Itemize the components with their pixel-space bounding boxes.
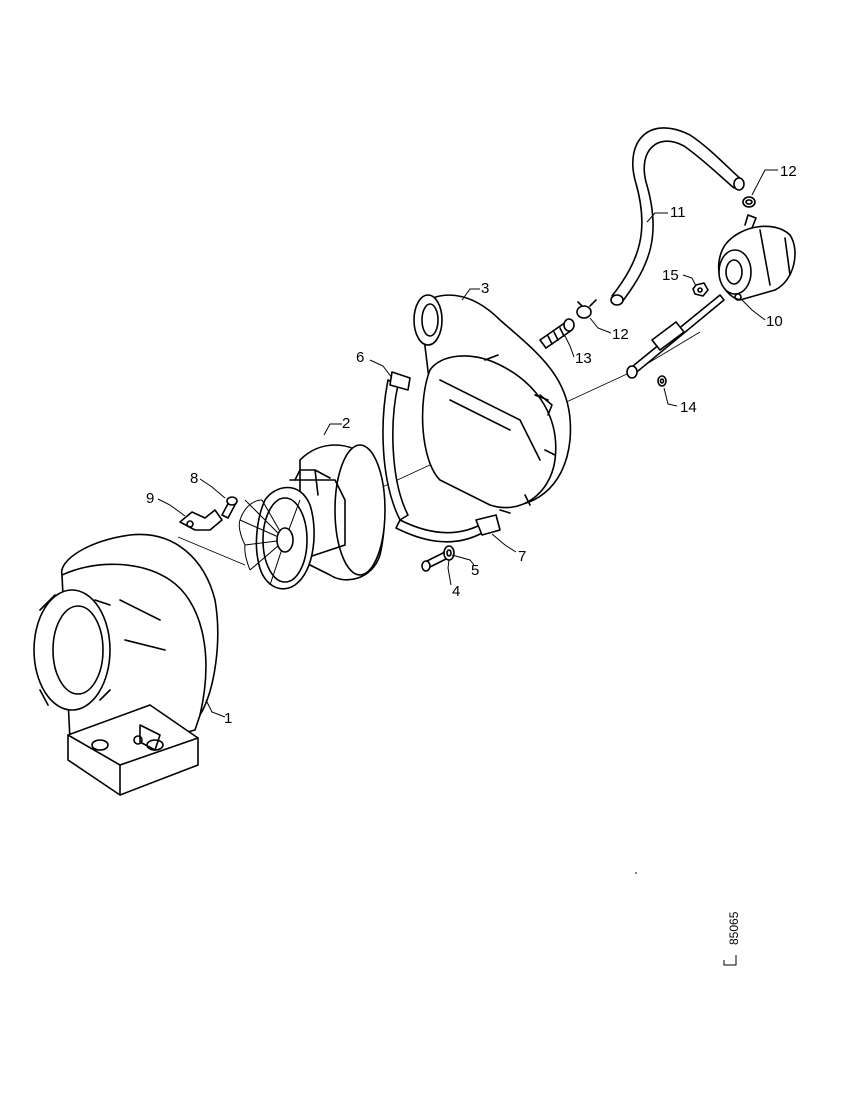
- turbine-housing: [33, 533, 219, 796]
- figure-reference: 85065: [727, 911, 741, 945]
- v-band-clamp-lower: [395, 514, 501, 543]
- center-housing-rotating-assembly: [238, 444, 386, 590]
- screw: [221, 496, 238, 519]
- callout-1: 1: [224, 710, 232, 727]
- callout-14: 14: [680, 399, 697, 416]
- hose: [610, 127, 745, 306]
- nut-14: [657, 375, 667, 387]
- hose-clip-lower: [576, 299, 597, 319]
- bolt: [421, 551, 449, 572]
- callout-11: 11: [670, 204, 686, 221]
- callout-8: 8: [190, 470, 198, 487]
- leader-lines: [157, 169, 778, 718]
- speck: [635, 872, 637, 874]
- callout-12-upper: 12: [780, 163, 797, 180]
- hose-clip-upper: [742, 196, 756, 208]
- callout-6: 6: [356, 349, 364, 366]
- callout-2: 2: [342, 415, 350, 432]
- callout-15: 15: [662, 267, 679, 284]
- callout-5: 5: [471, 562, 479, 579]
- callout-7: 7: [518, 548, 526, 565]
- v-band-clamp-upper: [382, 371, 411, 521]
- callout-3: 3: [481, 280, 489, 297]
- callout-13: 13: [575, 350, 592, 367]
- actuator-rod: [626, 294, 725, 379]
- callout-12-lower: 12: [612, 326, 629, 343]
- callout-10: 10: [766, 313, 783, 330]
- callout-4: 4: [452, 583, 460, 600]
- bracket: [179, 509, 223, 531]
- callout-9: 9: [146, 490, 154, 507]
- figure-reference-mark: [723, 955, 737, 966]
- washer: [443, 545, 455, 561]
- compressor-housing: [413, 294, 572, 514]
- hose-nipple: [539, 318, 575, 349]
- wastegate-actuator: [717, 214, 796, 301]
- nut-15: [692, 282, 709, 297]
